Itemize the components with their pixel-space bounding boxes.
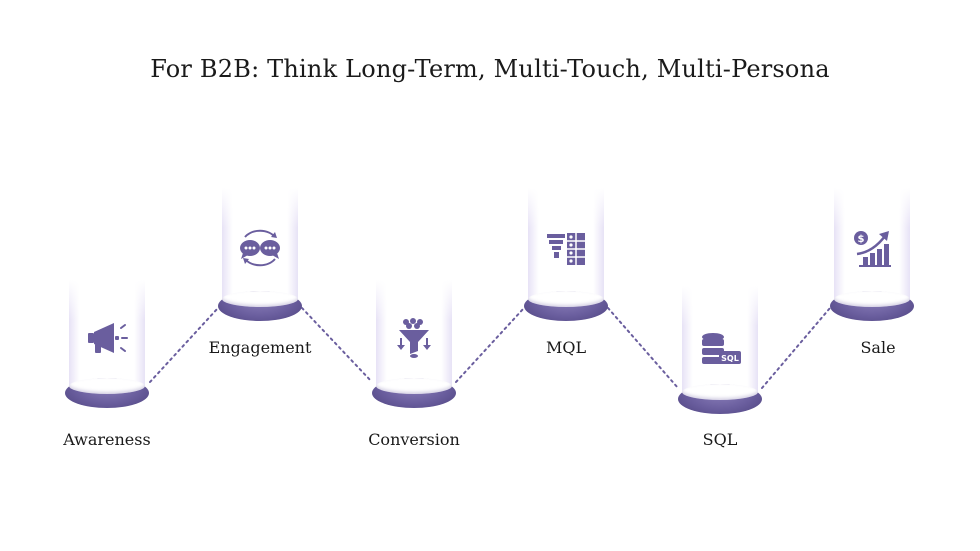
stage-label-sale: Sale	[860, 338, 896, 357]
connector-mql-sql	[607, 307, 679, 389]
connector-engagement-conversion	[301, 307, 373, 383]
filter-table-icon	[547, 233, 585, 265]
stage-sale: $	[830, 188, 914, 323]
stage-mql	[524, 188, 608, 323]
stage-awareness	[65, 280, 149, 410]
megaphone-icon	[88, 323, 128, 353]
stage-conversion	[372, 280, 456, 410]
page-title: For B2B: Think Long-Term, Multi-Touch, M…	[150, 55, 830, 83]
funnel-icon	[397, 318, 431, 358]
connector-awareness-engagement	[149, 307, 219, 383]
connector-conversion-mql	[455, 307, 525, 383]
chat-bubbles-icon	[240, 229, 280, 267]
stage-label-awareness: Awareness	[63, 430, 151, 449]
database-sql-icon: SQL	[702, 333, 741, 364]
growth-chart-icon: $	[854, 231, 891, 267]
stage-sql: SQL	[678, 286, 762, 416]
connector-sql-sale	[761, 307, 831, 389]
stage-label-conversion: Conversion	[368, 430, 460, 449]
stage-engagement	[218, 188, 302, 323]
sql-badge-text: SQL	[721, 354, 739, 363]
stage-label-sql: SQL	[702, 430, 738, 449]
svg-text:$: $	[858, 234, 865, 245]
stage-label-engagement: Engagement	[208, 338, 312, 357]
stage-label-mql: MQL	[545, 338, 587, 357]
